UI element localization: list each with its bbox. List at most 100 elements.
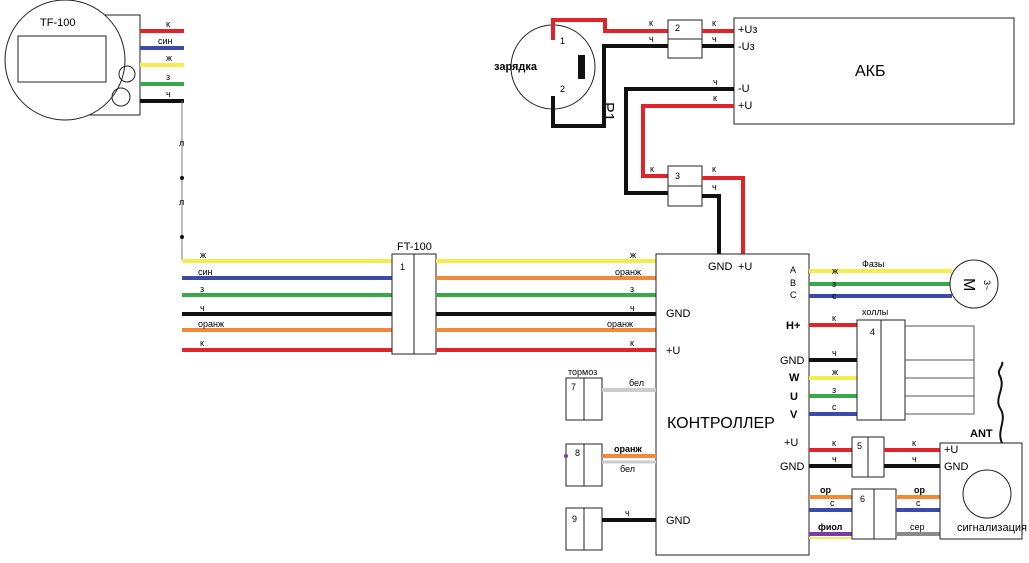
hall-sensor-line-4 [905,360,975,415]
motor: M 3~ [949,259,999,309]
connector-5-right-label-1: ч [912,454,917,464]
connector-3: 3 к к ч [650,164,745,256]
connector-9-wire-label: ч [625,508,630,518]
tf100-screen [17,35,107,83]
controller-plus-u: +U [784,437,798,449]
connector-8-wire-label-1: бел [620,464,635,474]
hall-wire-label-4: с [832,402,837,412]
connector-8-num: 8 [575,448,580,458]
ft100-right-label-1: оранж [615,267,641,277]
controller-left-plus-u: +U [666,345,680,357]
connector-5-right-label-0: к [912,438,916,448]
tf100-wire-label-0: к [166,19,170,29]
connector-9: 9 ч [565,507,656,551]
ft100-left-label-2: з [200,284,204,294]
connector-2-right-k: к [712,18,716,28]
controller-phase-c: C [790,290,797,300]
brake-connector: тормоз 7 бел [565,367,656,421]
alarm-ant: ANT [970,428,993,440]
ft100-right-label-5: к [630,338,634,348]
battery-black-wire [624,87,734,195]
charger-p1: P1 [599,102,616,122]
phase-wires: Фазы ж з с [809,259,952,301]
hall-wire-label-2: ж [832,367,838,377]
controller-h-plus: H+ [786,320,800,332]
connector-3-num: 3 [675,171,680,181]
tf100-circle [4,0,126,121]
cable-label-2: л [179,197,184,207]
ft100-num: 1 [400,262,405,272]
alarm-plus-u: +U [944,444,958,456]
controller-phase-a: A [790,265,796,275]
tf100-wire-label-2: ж [166,53,172,63]
ft100-right-label-4: оранж [607,319,633,329]
tf100-button-2 [111,87,131,107]
motor-sym: 3~ [982,280,992,290]
battery-title: АКБ [855,63,886,80]
controller-v: V [790,409,798,421]
connector-8-dot [564,454,568,458]
cable-dot-2 [180,235,184,239]
connector-2-num: 2 [675,23,680,33]
connector-5-left-label-0: к [832,438,836,448]
controller-w: W [789,372,800,384]
connector-2: 2 к ч к ч [649,18,734,59]
connector-6-left-label-2: фиол [818,522,843,532]
controller: КОНТРОЛЛЕР GND +U GND +U GND A B C H+ GN… [655,253,810,556]
battery-u-minus: -U [738,83,750,95]
phase-wire-label-2: с [832,291,837,301]
connector-6-left-label-1: с [830,498,835,508]
connector-3-black-out [702,194,721,256]
battery-red-wire [641,104,734,178]
connector-6-left-label-0: ор [820,485,831,495]
connector-9-num: 9 [572,514,577,524]
charger-socket: 1 2 зарядка P1 [494,24,616,122]
tf100-button-1 [118,65,136,83]
ft100-left-label-1: син [198,267,213,277]
hall-wire-label-3: з [832,385,836,395]
tf100-wire-label-1: син [158,36,173,46]
phases-label: Фазы [862,259,884,269]
brake-num: 7 [571,382,576,392]
controller-left-gnd: GND [666,308,691,320]
controller-phase-b: B [790,278,796,288]
battery-k-label: к [713,93,717,103]
phase-wire-label-1: з [832,279,836,289]
connector-2-left-k: к [649,18,653,28]
alarm-circle [962,469,1012,519]
controller-left-gnd-bottom: GND [666,515,691,527]
battery-u3-plus: +Uз [738,24,757,36]
controller-gnd: GND [780,355,805,367]
controller-gnd-top: GND [708,261,733,273]
connector-6-right-label-2: сер [910,522,925,532]
ft100-bundle: ж син з ч оранж к FT-100 1 ж оранж з ч о… [182,241,656,355]
ft100-right-label-2: з [630,284,634,294]
brake-wire-label: бел [629,378,644,388]
connector-5: к ч 5 к ч [809,436,940,478]
connector-6-num: 6 [860,494,865,504]
battery-wires [624,87,734,195]
tf100-title: TF-100 [40,17,75,29]
cable-dot-1 [180,176,184,180]
charger-black-wire [551,44,668,128]
battery-box [733,17,1015,125]
connector-6: ор с фиол 6 ор с сер [809,485,940,540]
connector-6-right-label-0: ор [914,485,925,495]
charger-pin1: 1 [560,36,565,46]
controller-gnd2: GND [780,461,805,473]
connector-3-red-out [702,176,745,256]
connector-8: 8 оранж бел [564,443,656,487]
controller-box [655,253,810,556]
ft100-right-label-0: ж [630,250,636,260]
connector-2-left-ch: ч [649,34,654,44]
ft100-left-label-0: ж [200,250,206,260]
ft100-title: FT-100 [397,241,432,253]
charger-label: зарядка [494,61,538,73]
hall-wires: к ч ж з с холлы 4 [809,307,975,421]
connector-3-left-k: к [650,164,654,174]
charger-wires [551,18,668,128]
charger-red-wire [551,18,668,40]
alarm: +U GND сигнализация ANT [939,361,1027,540]
brake-label: тормоз [568,367,597,377]
